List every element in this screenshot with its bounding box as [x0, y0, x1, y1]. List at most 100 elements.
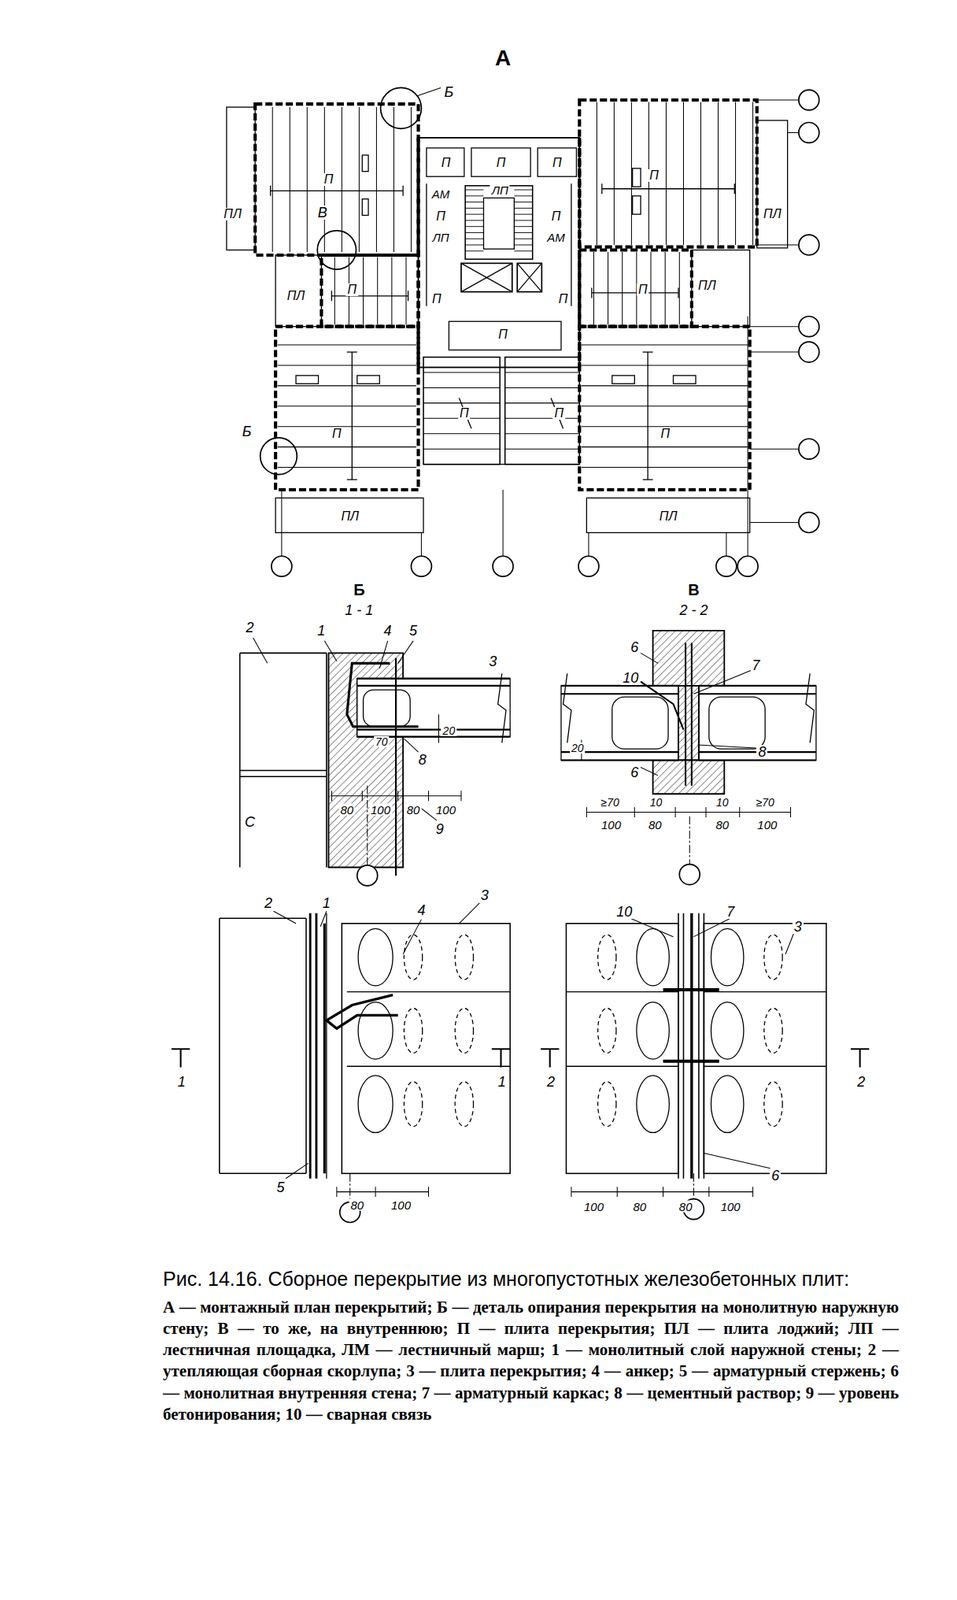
- slab-joint: [277, 344, 417, 346]
- slab-joint: [679, 251, 680, 325]
- slab-hollow: [764, 934, 783, 980]
- figure-caption: Рис. 14.16. Сборное перекрытие из многоп…: [162, 1265, 899, 1292]
- dimension: С: [243, 814, 257, 829]
- axis-marker: [271, 555, 292, 577]
- weld-link: [640, 681, 684, 730]
- dimension: 80: [338, 803, 355, 816]
- slab-joint: [735, 102, 736, 245]
- axis-marker: [798, 234, 820, 255]
- dimension: 20: [441, 724, 458, 736]
- slab: [471, 147, 531, 177]
- slab-hollow: [636, 1001, 669, 1060]
- slab-hollow: [403, 1007, 422, 1053]
- slab-joint: [581, 364, 748, 366]
- slab-joint: [581, 405, 748, 407]
- elevator-shaft: [517, 262, 542, 292]
- slab-hollow: [358, 1001, 393, 1060]
- plan-mark: ЛП: [490, 184, 510, 196]
- slab-joint: [683, 102, 684, 245]
- slab-hollow: [598, 1081, 617, 1127]
- slab-joint: [593, 251, 595, 325]
- opening: [673, 375, 697, 384]
- slab: [448, 321, 562, 350]
- dimension: 10: [648, 796, 665, 808]
- detail-mark: Б: [443, 84, 456, 100]
- dimension: 80: [405, 803, 422, 816]
- callout-number: 3: [479, 887, 491, 902]
- callout-number: 4: [382, 623, 394, 638]
- slab-joint: [505, 432, 581, 434]
- slab: [426, 147, 465, 177]
- slab-hollow: [403, 1081, 422, 1127]
- dimension-line: [586, 806, 791, 817]
- plan-mark: ПЛ: [761, 207, 784, 221]
- opening: [362, 155, 369, 172]
- slab-hollow: [764, 1081, 783, 1127]
- slab-joint: [581, 344, 748, 346]
- axis-line: [750, 325, 799, 327]
- plan-mark: ЛП: [430, 230, 451, 243]
- slab-hollow: [636, 1075, 669, 1133]
- elevator-shaft: [461, 262, 513, 292]
- plan-mark: П: [345, 283, 359, 296]
- dimension: 80: [631, 1200, 648, 1212]
- dimension: 100: [582, 1200, 606, 1212]
- axis-marker: [679, 864, 700, 885]
- loggia-slab: [275, 254, 322, 327]
- slab-joint: [362, 257, 364, 326]
- inner-wall: [653, 759, 725, 794]
- detail-mark: Б: [240, 424, 254, 439]
- span-line: [347, 351, 358, 480]
- axis-line: [502, 489, 504, 556]
- slab-joint: [272, 107, 274, 252]
- break-line: [498, 672, 507, 743]
- wall-outline: [418, 137, 581, 368]
- slab-joint: [277, 446, 417, 448]
- axis-line: [587, 532, 589, 556]
- slab-joint: [391, 257, 392, 326]
- stair-step: [465, 207, 484, 209]
- stair-step: [513, 214, 533, 215]
- sheet-letter: А: [493, 47, 513, 70]
- slab-joint: [393, 107, 395, 252]
- wall-outline: [321, 254, 418, 327]
- slab-hollow: [636, 927, 669, 986]
- slab-joint: [665, 251, 666, 325]
- dimension: 100: [719, 1200, 743, 1212]
- slab-group: [423, 357, 500, 465]
- callout-number: 6: [628, 764, 640, 780]
- floor-slab-edge: [561, 685, 817, 761]
- slab-hollow: [598, 934, 617, 980]
- slab-hollow: [358, 927, 393, 986]
- wall-outline: [579, 250, 692, 327]
- dimension: 20: [569, 742, 586, 754]
- leader-line: [273, 902, 481, 1179]
- slab-joint: [700, 102, 702, 245]
- reinforcement-cage: [685, 642, 692, 785]
- dimension: 80: [646, 818, 664, 831]
- dimension: 80: [713, 818, 731, 831]
- slab-joint: [607, 251, 609, 325]
- slab-joint: [277, 466, 417, 468]
- slab-joint: [665, 102, 667, 245]
- span-line: [602, 183, 735, 194]
- detail-circle: [380, 87, 422, 129]
- section-number: 1: [496, 1074, 508, 1089]
- slab-joint: [277, 425, 417, 427]
- plan-mark: П: [550, 156, 564, 170]
- slab-joint: [650, 251, 651, 325]
- plan-mark: П: [636, 283, 650, 296]
- stair-step: [465, 225, 484, 227]
- slab-joint: [581, 384, 748, 386]
- plan-mark: П: [647, 169, 661, 182]
- loggia-slab: [226, 107, 255, 250]
- callout-number: 2: [244, 620, 256, 635]
- plan-mark: П: [496, 328, 510, 341]
- section-mark: [171, 1048, 190, 1067]
- section-number: 2: [855, 1074, 867, 1089]
- leader-line: [253, 637, 437, 821]
- stair-step: [465, 195, 484, 196]
- stair-step: [465, 219, 484, 221]
- axis-marker: [737, 555, 758, 577]
